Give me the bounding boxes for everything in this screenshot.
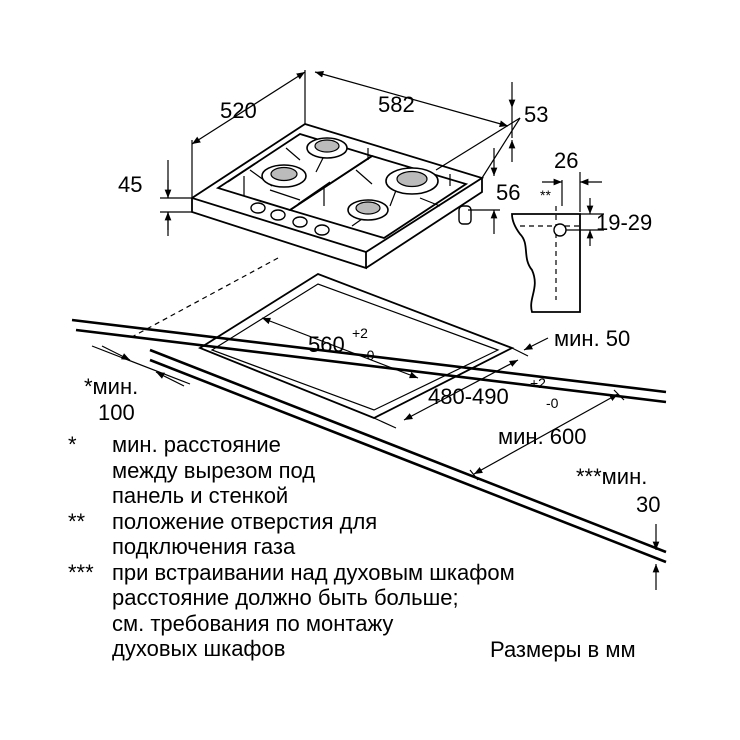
footnote-mark: *	[68, 432, 77, 457]
dim-560-tol-minus: -0	[362, 347, 375, 363]
dim-min-100-line2: 100	[98, 400, 135, 425]
dim-19-29-label: 19-29	[596, 210, 652, 235]
gas-connector	[458, 205, 472, 225]
pan-support-grates	[215, 133, 469, 239]
gas-pipe-detail: 26 ** 19-29	[511, 148, 652, 313]
burner-back-right	[385, 167, 439, 195]
worktop-bottom-edge	[149, 358, 667, 564]
dim-45-label: 45	[118, 172, 142, 197]
dim-min-30-line1: ***мин.	[576, 464, 647, 489]
burner-front-left	[261, 164, 307, 188]
footnotes: * мин. расстояние между вырезом под пане…	[68, 432, 668, 662]
footnote-3: *** при встраивании над духовым шкафом р…	[68, 560, 668, 662]
dim-53-label: 53	[524, 102, 548, 127]
hob-front-edge	[191, 198, 367, 270]
dim-582-label: 582	[378, 92, 415, 117]
footnote-text: положение отверстия для подключения газа	[112, 508, 378, 560]
footnote-text: при встраивании над духовым шкафом расст…	[112, 559, 515, 662]
dim-26-label: 26	[554, 148, 578, 173]
dim-480-tol-minus: -0	[546, 395, 559, 411]
hob-drawing	[189, 123, 485, 270]
footnote-1: * мин. расстояние между вырезом под пане…	[68, 432, 668, 509]
dim-min-50-label: мин. 50	[554, 326, 630, 351]
units-label: Размеры в мм	[490, 637, 636, 662]
cutout-dimensions: 560 +2 -0 480-490 +2 -0 мин. 50 мин. 600…	[84, 317, 660, 590]
section-profile	[511, 213, 581, 313]
dim-480-value: 480-490	[428, 384, 509, 409]
footnote-text: мин. расстояние между вырезом под панель…	[112, 432, 316, 508]
burner-front-right	[347, 199, 389, 221]
dim-560-value: 560	[308, 332, 345, 357]
dim-520-line	[191, 71, 306, 145]
burner-back-left	[306, 137, 348, 159]
dim-582-line	[314, 71, 509, 127]
control-knobs	[250, 202, 330, 236]
hob-dimensions: 520 582 45 53 56	[118, 70, 548, 236]
dim-min-600-label: мин. 600	[498, 424, 587, 449]
hob-side-edge	[365, 178, 483, 269]
dim-480-tol-plus: +2	[530, 375, 546, 391]
dim-480-line	[403, 359, 519, 421]
dim-560-line	[261, 317, 419, 379]
worktop-right-edge	[149, 348, 667, 554]
footnote-mark: **	[68, 508, 86, 534]
footnote-2: ** положение отверстия для подключения г…	[68, 509, 668, 560]
projection-lines	[129, 257, 279, 339]
dim-56-label: 56	[496, 180, 520, 205]
dim-min-100-line1: *мин.	[84, 374, 138, 399]
dim-560-tol-plus: +2	[352, 325, 368, 341]
dim-520-label: 520	[220, 98, 257, 123]
gas-hole-icon	[553, 223, 567, 237]
gas-pipe-mark: **	[540, 187, 551, 203]
dim-min-30-line2: 30	[636, 492, 660, 517]
footnote-mark: ***	[68, 559, 94, 585]
dim-600-line	[473, 393, 619, 475]
